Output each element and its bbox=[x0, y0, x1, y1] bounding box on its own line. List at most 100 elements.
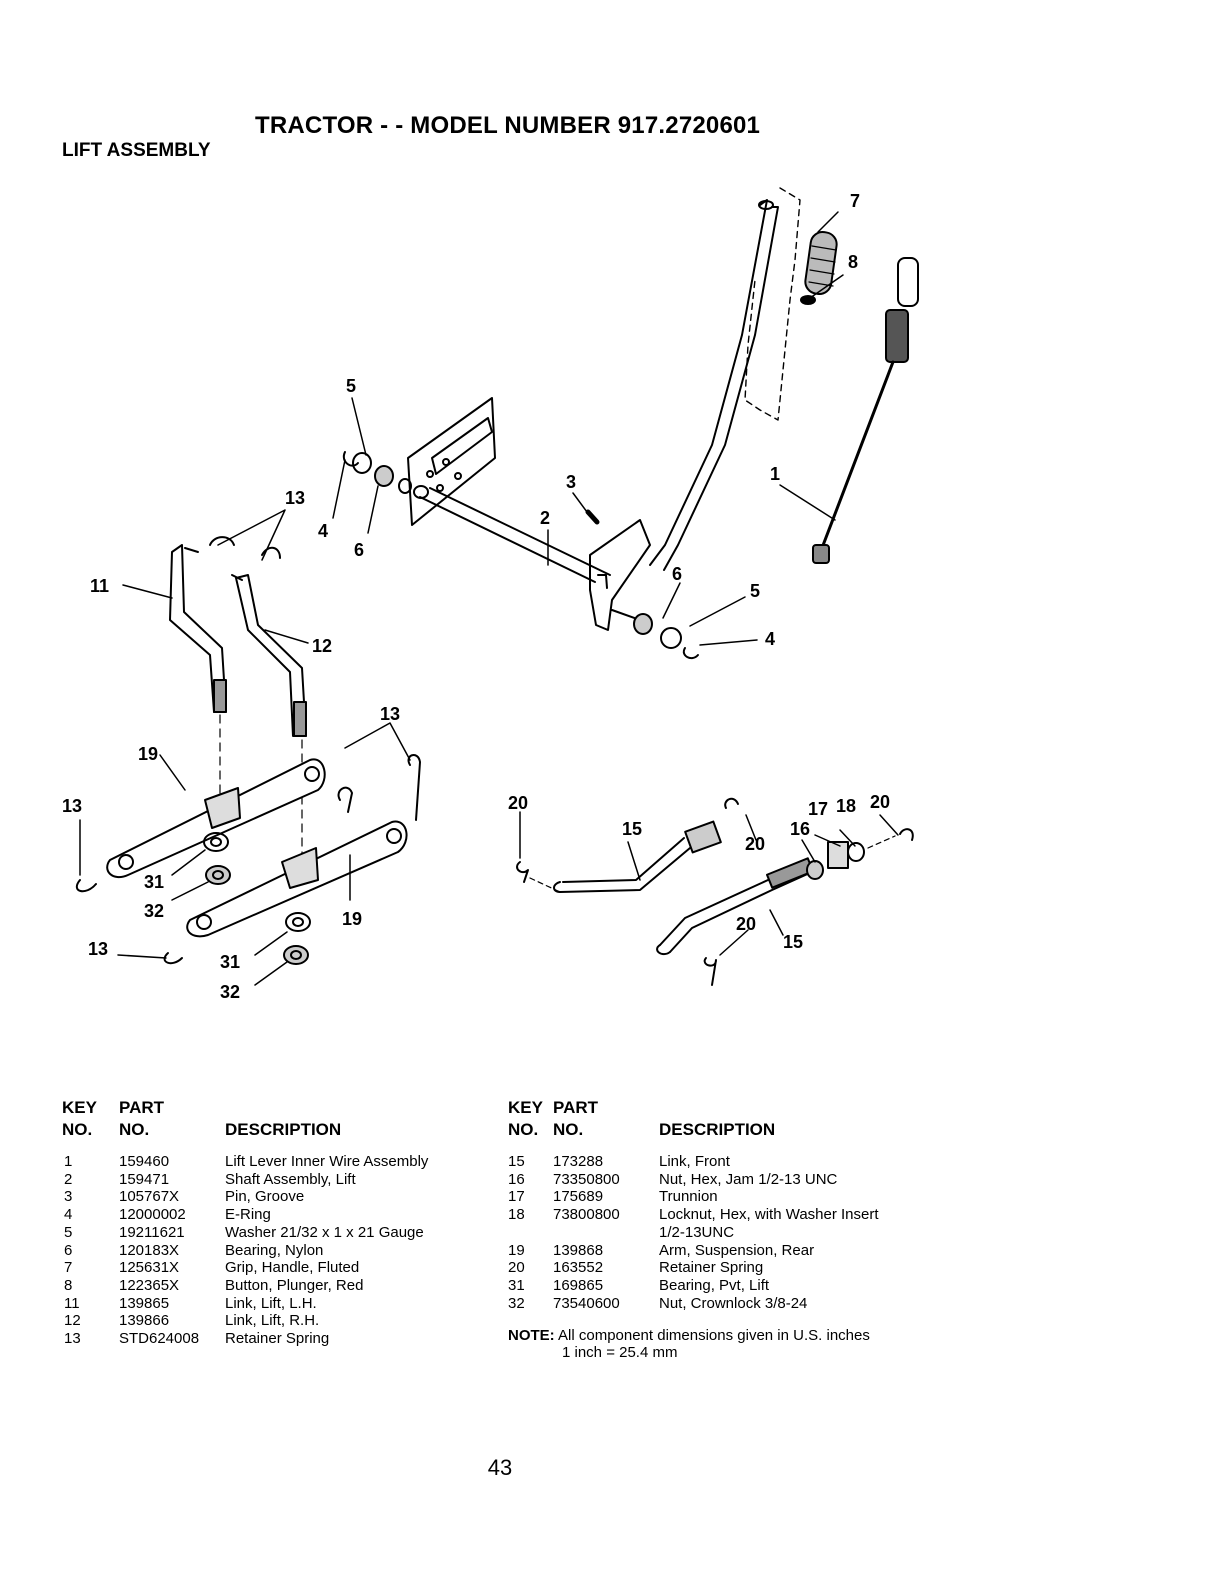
front-link-upper bbox=[553, 797, 739, 893]
part-description: Nut, Hex, Jam 1/2-13 UNC bbox=[659, 1170, 838, 1188]
part-number: STD624008 bbox=[119, 1330, 200, 1347]
callout-20-left: 20 bbox=[508, 793, 528, 813]
lift-link-lh bbox=[169, 544, 227, 713]
lift-assembly-exploded-diagram: 5 7 8 13 4 6 3 2 1 11 12 6 5 4 13 19 13 … bbox=[62, 187, 919, 1002]
part-number: 19211621 bbox=[119, 1223, 185, 1241]
part-header-line2-right: NO. bbox=[553, 1120, 584, 1139]
part-row: 31 169865 Bearing, Pvt, Lift bbox=[508, 1277, 928, 1294]
callout-31-upper: 31 bbox=[144, 872, 164, 892]
callout-8: 8 bbox=[848, 252, 858, 272]
callout-15-lower: 15 bbox=[783, 932, 803, 952]
part-number: 73540600 bbox=[553, 1294, 620, 1312]
callout-4-left: 4 bbox=[318, 521, 328, 541]
callout-20-lower: 20 bbox=[736, 914, 756, 934]
key-header-line1: KEY bbox=[62, 1098, 97, 1117]
part-row: 1/2-13UNC bbox=[508, 1224, 928, 1241]
part-key: 3 bbox=[64, 1188, 73, 1206]
part-description: Grip, Handle, Fluted bbox=[225, 1259, 360, 1277]
callout-20-right: 20 bbox=[870, 792, 890, 812]
part-description: E-Ring bbox=[225, 1206, 271, 1224]
page-number: 43 bbox=[487, 1455, 513, 1480]
part-key: 15 bbox=[508, 1153, 525, 1170]
callout-4-right: 4 bbox=[765, 629, 775, 649]
part-description: Bearing, Nylon bbox=[225, 1241, 324, 1259]
part-row: 17 175689 Trunnion bbox=[508, 1188, 928, 1205]
part-number: 73350800 bbox=[553, 1170, 620, 1188]
callout-11: 11 bbox=[90, 576, 109, 596]
part-key: 20 bbox=[508, 1259, 525, 1277]
part-number: 139868 bbox=[553, 1241, 604, 1259]
callout-2: 2 bbox=[540, 508, 550, 528]
trunnion-assembly bbox=[516, 828, 914, 893]
bearing-nut-set-upper bbox=[203, 832, 231, 885]
suspension-arm-upper bbox=[106, 758, 326, 879]
part-key: 18 bbox=[508, 1206, 525, 1224]
part-description: Washer 21/32 x 1 x 21 Gauge bbox=[225, 1223, 424, 1241]
callout-13-top: 13 bbox=[285, 488, 305, 508]
retainer-spring-e bbox=[75, 879, 97, 893]
note-text: All component dimensions given in U.S. i… bbox=[558, 1327, 870, 1344]
part-description: Button, Plunger, Red bbox=[225, 1276, 364, 1294]
description-header: DESCRIPTION bbox=[225, 1120, 342, 1139]
part-key: 8 bbox=[64, 1276, 73, 1294]
retainer-spring-d bbox=[407, 754, 421, 821]
retainer-spring-f bbox=[163, 952, 183, 965]
lever-bracket bbox=[589, 519, 651, 631]
part-number: 139866 bbox=[119, 1312, 170, 1330]
part-row: 8 122365X Button, Plunger, Red bbox=[62, 1277, 482, 1294]
part-number: 163552 bbox=[553, 1259, 604, 1277]
part-key: 2 bbox=[64, 1170, 73, 1188]
callout-32-lower: 32 bbox=[220, 982, 240, 1002]
part-description: Bearing, Pvt, Lift bbox=[659, 1276, 770, 1294]
suspension-arm-lower bbox=[186, 820, 408, 938]
description-header-right: DESCRIPTION bbox=[659, 1120, 776, 1139]
part-description: Lift Lever Inner Wire Assembly bbox=[225, 1153, 429, 1170]
note-conversion: 1 inch = 25.4 mm bbox=[562, 1344, 678, 1361]
callout-6-right: 6 bbox=[672, 564, 682, 584]
part-number: 73800800 bbox=[553, 1206, 620, 1224]
part-number: 169865 bbox=[553, 1276, 604, 1294]
bearing-nut-set-lower bbox=[283, 912, 311, 965]
lift-shaft bbox=[413, 485, 611, 583]
part-number: 173288 bbox=[553, 1153, 604, 1170]
key-header-line2: NO. bbox=[62, 1120, 93, 1139]
callout-13-left: 13 bbox=[62, 796, 82, 816]
retainer-spring-c bbox=[337, 786, 353, 813]
part-number: 159471 bbox=[119, 1170, 170, 1188]
part-number: 159460 bbox=[119, 1153, 170, 1170]
callout-6-left: 6 bbox=[354, 540, 364, 560]
part-key: 31 bbox=[508, 1276, 525, 1294]
callout-13-bottom: 13 bbox=[88, 939, 108, 959]
note-label: NOTE: bbox=[508, 1327, 555, 1344]
handle-grip bbox=[800, 231, 838, 305]
callout-5-top: 5 bbox=[346, 376, 356, 396]
part-number: 175689 bbox=[553, 1188, 604, 1206]
inner-wire-assembly bbox=[812, 257, 919, 564]
retainer-spring-b bbox=[261, 546, 281, 559]
retainer-spring-a bbox=[209, 536, 235, 546]
part-description: Trunnion bbox=[659, 1188, 718, 1206]
part-key: 13 bbox=[64, 1330, 81, 1347]
part-key: 16 bbox=[508, 1170, 525, 1188]
part-key: 17 bbox=[508, 1188, 525, 1206]
callout-16: 16 bbox=[790, 819, 810, 839]
section-heading: LIFT ASSEMBLY bbox=[62, 140, 211, 161]
leader-lines bbox=[79, 211, 899, 986]
part-number: 122365X bbox=[119, 1276, 180, 1294]
part-number: 139865 bbox=[119, 1294, 170, 1312]
part-row: 16 73350800 Nut, Hex, Jam 1/2-13 UNC bbox=[508, 1171, 928, 1188]
part-description: Pin, Groove bbox=[225, 1188, 305, 1206]
part-header-line2: NO. bbox=[119, 1120, 150, 1139]
page-title: TRACTOR - - MODEL NUMBER 917.2720601 bbox=[255, 112, 761, 139]
